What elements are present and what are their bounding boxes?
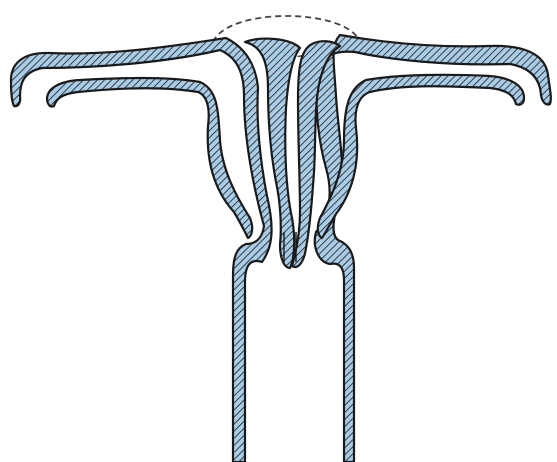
right-inner-arm bbox=[318, 75, 524, 238]
left-inner-arm bbox=[47, 78, 252, 238]
